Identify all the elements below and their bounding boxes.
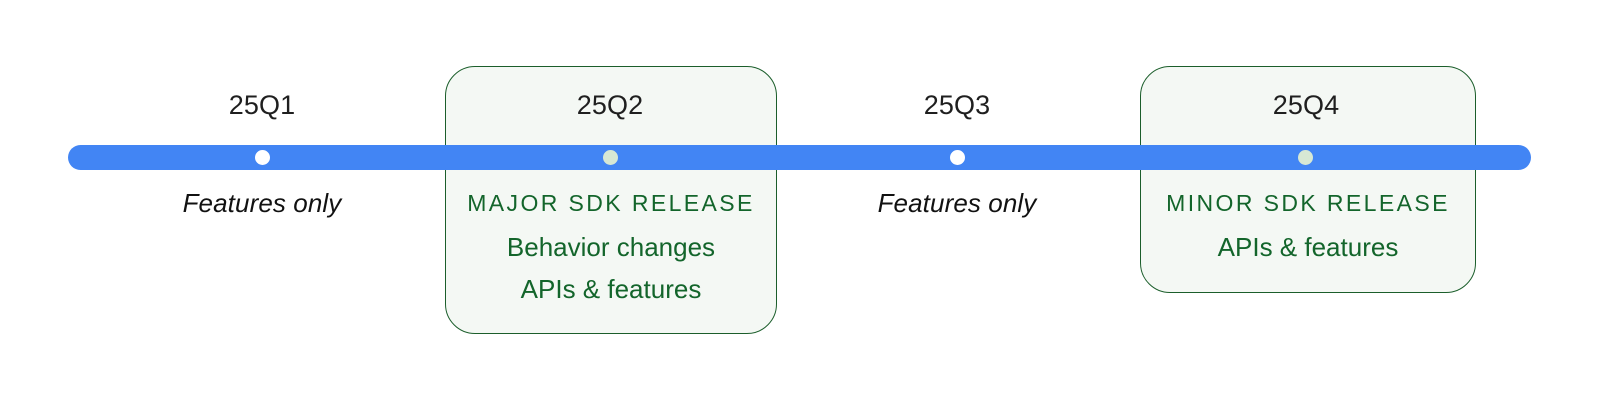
features-only-note-q1: Features only [182, 188, 342, 218]
release-dot-icon-q4 [1298, 150, 1313, 165]
milestone-detail-q4: MINOR SDK RELEASE APIs & features [1150, 186, 1466, 268]
quarter-label-group-q4: 25Q4 [1186, 88, 1426, 130]
timeline-track [68, 145, 1531, 170]
milestone-detail-q2: MAJOR SDK RELEASE Behavior changes APIs … [455, 186, 767, 310]
quarter-label-q1: 25Q1 [228, 90, 296, 120]
milestone-detail-q1: Features only [142, 186, 382, 220]
release-kicker-q4: MINOR SDK RELEASE [1166, 190, 1450, 216]
quarter-label-q2: 25Q2 [576, 90, 644, 120]
quarter-label-group-q3: 25Q3 [837, 88, 1077, 130]
plain-dot-icon-q3 [950, 150, 965, 165]
milestone-detail-q3: Features only [837, 186, 1077, 220]
quarter-label-group-q2: 25Q2 [490, 88, 730, 130]
quarter-label-q3: 25Q3 [923, 90, 991, 120]
release-kicker-q2: MAJOR SDK RELEASE [467, 190, 755, 216]
release-card-q4 [1140, 66, 1476, 293]
plain-dot-icon-q1 [255, 150, 270, 165]
release-detail-line-q2-1: Behavior changes [506, 232, 716, 262]
release-card-q2 [445, 66, 777, 334]
release-detail-line-q2-2: APIs & features [520, 274, 702, 304]
quarter-label-q4: 25Q4 [1272, 90, 1340, 120]
quarter-label-group-q1: 25Q1 [142, 88, 382, 130]
release-dot-icon-q2 [603, 150, 618, 165]
features-only-note-q3: Features only [877, 188, 1037, 218]
release-detail-line-q4-1: APIs & features [1217, 232, 1399, 262]
